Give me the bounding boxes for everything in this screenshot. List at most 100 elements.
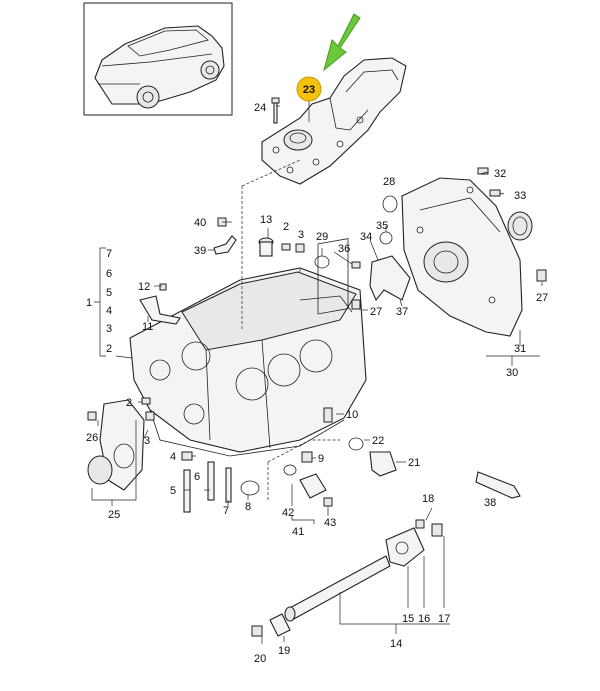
callout-18[interactable]: 18	[422, 493, 434, 505]
callout-13[interactable]: 13	[260, 214, 272, 226]
callout-17[interactable]: 17	[438, 613, 450, 625]
callout-34[interactable]: 34	[360, 231, 372, 243]
chain-guide	[369, 231, 411, 302]
seal-bore	[423, 241, 469, 283]
callout-39[interactable]: 39	[194, 245, 206, 257]
valve-41	[299, 473, 327, 499]
plug-9	[301, 451, 313, 463]
washer-35	[379, 231, 393, 245]
car-front-wheel	[136, 85, 160, 109]
callout-27[interactable]: 27	[536, 292, 548, 304]
car-windows	[127, 29, 209, 57]
o-ring-8	[240, 480, 260, 496]
cylinder-bore	[181, 341, 211, 371]
callout-1[interactable]: 1	[86, 297, 92, 309]
callout-29[interactable]: 29	[316, 231, 328, 243]
highlight-arrow	[323, 13, 361, 72]
callout-24[interactable]: 24	[254, 102, 266, 114]
bolt-7	[225, 467, 232, 503]
bolt-17	[431, 523, 443, 537]
callout-10[interactable]: 10	[346, 409, 358, 421]
bolt-33	[489, 189, 501, 197]
bolt-20	[251, 625, 263, 637]
callout-11[interactable]: 11	[142, 321, 153, 333]
callout-14[interactable]: 14	[390, 638, 402, 650]
callout-37[interactable]: 37	[396, 306, 408, 318]
bolt-43	[323, 497, 333, 507]
callout-badge-23[interactable]: 23	[296, 76, 322, 102]
callout-label-23: 23	[303, 84, 315, 96]
callout-16[interactable]: 16	[418, 613, 430, 625]
callout-2b[interactable]: 2	[106, 343, 112, 355]
car-rear-wheel	[200, 60, 220, 80]
callout-6b[interactable]: 6	[194, 471, 200, 483]
bolt-36	[351, 261, 361, 269]
callout-3[interactable]: 3	[298, 229, 304, 241]
callout-43[interactable]: 43	[324, 517, 336, 529]
callout-31[interactable]: 31	[514, 343, 526, 355]
washer-4	[181, 451, 193, 461]
bolt-18	[415, 519, 425, 529]
callout-4[interactable]: 4	[106, 305, 112, 317]
filter-13	[258, 237, 274, 257]
callout-15[interactable]: 15	[402, 613, 414, 625]
callout-26[interactable]: 26	[86, 432, 98, 444]
bolt-2b	[141, 397, 151, 405]
engine-block	[129, 238, 367, 457]
bolt-26	[87, 411, 97, 421]
callout-8[interactable]: 8	[245, 501, 251, 513]
cylinder-bore	[267, 353, 301, 387]
callout-3b[interactable]: 3	[106, 323, 112, 335]
callout-40[interactable]: 40	[194, 217, 206, 229]
callout-12[interactable]: 12	[138, 281, 150, 293]
callout-7[interactable]: 7	[106, 248, 112, 260]
callout-36[interactable]: 36	[338, 243, 350, 255]
callout-2[interactable]: 2	[283, 221, 289, 233]
bolt-10	[323, 407, 333, 423]
callout-7b[interactable]: 7	[223, 505, 229, 517]
callout-25[interactable]: 25	[108, 509, 120, 521]
callout-35[interactable]: 35	[376, 220, 388, 232]
bolt-6	[207, 461, 215, 501]
o-ring-29	[314, 255, 330, 269]
callout-22[interactable]: 22	[372, 435, 384, 447]
callout-42[interactable]: 42	[282, 507, 294, 519]
callout-6[interactable]: 6	[106, 268, 112, 280]
callout-19[interactable]: 19	[278, 645, 290, 657]
callout-2c[interactable]: 2	[126, 397, 132, 409]
callout-4b[interactable]: 4	[170, 451, 176, 463]
callout-3c[interactable]: 3	[144, 435, 150, 447]
callout-28[interactable]: 28	[383, 176, 395, 188]
plug-3	[295, 243, 305, 253]
drive-shaft	[284, 519, 443, 622]
seal-33	[507, 211, 533, 241]
front-cover-25	[87, 399, 145, 491]
washer-2	[281, 243, 291, 251]
bolt-24	[271, 97, 280, 124]
oil-separator-cover	[261, 57, 407, 185]
tube-38	[475, 471, 521, 499]
timing-cover	[401, 177, 523, 337]
bolt-5	[183, 469, 191, 513]
bracket-11	[139, 295, 181, 325]
callout-5[interactable]: 5	[106, 287, 112, 299]
callout-33[interactable]: 33	[514, 190, 526, 202]
bolt-12	[159, 283, 167, 291]
o-ring-28	[382, 195, 398, 213]
cylinder-bore	[235, 367, 269, 401]
callout-27b[interactable]: 27	[370, 306, 382, 318]
washer-22	[348, 437, 364, 451]
callout-41[interactable]: 41	[292, 526, 304, 538]
callout-32[interactable]: 32	[494, 168, 506, 180]
callout-9[interactable]: 9	[318, 453, 324, 465]
callout-20[interactable]: 20	[254, 653, 266, 665]
callout-30[interactable]: 30	[506, 367, 518, 379]
callout-38[interactable]: 38	[484, 497, 496, 509]
callout-labels: 24 40 39 13 2 3 29 36 34 35 28 32 33 27 …	[86, 102, 548, 665]
bracket-19	[269, 613, 291, 637]
valve-21	[369, 451, 397, 477]
callout-21[interactable]: 21	[408, 457, 420, 469]
plug-27	[536, 269, 547, 282]
callout-5b[interactable]: 5	[170, 485, 176, 497]
cylinder-bore	[299, 339, 333, 373]
